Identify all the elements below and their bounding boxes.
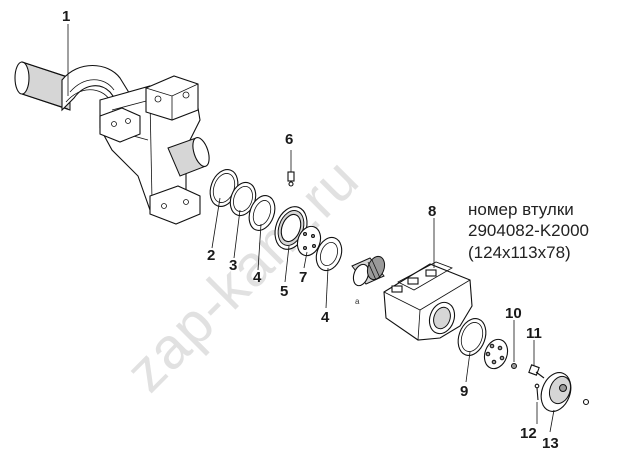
- callout-5: 5: [280, 283, 288, 300]
- part-6-grease-fitting: [287, 150, 295, 187]
- note-line-2: 2904082-K2000: [468, 221, 590, 240]
- note-line-1: номер втулки: [468, 200, 574, 219]
- part-4-ring-b: [315, 236, 343, 272]
- part-12-pin: [534, 383, 540, 401]
- part-3-ring: [229, 181, 257, 217]
- bushing: [351, 255, 386, 287]
- callout-12: 12: [520, 425, 537, 442]
- callout-labels: 1 2 3 4 5 6 7 4 8 9 10 11 12 13: [62, 8, 559, 452]
- part-10-nut: [511, 363, 517, 369]
- leader-lines: [67, 24, 555, 433]
- callout-3: 3: [229, 257, 237, 274]
- callout-4-second: 4: [321, 309, 330, 326]
- callout-2: 2: [207, 247, 215, 264]
- flange-plate: [483, 338, 509, 370]
- part-4-ring-a: [248, 195, 276, 231]
- part-13-hub-cap: [540, 372, 590, 412]
- callout-7: 7: [299, 269, 307, 286]
- part-7-washer: [296, 225, 322, 257]
- note-line-3: (124x113x78): [468, 243, 571, 262]
- callout-11: 11: [526, 325, 542, 342]
- callout-9: 9: [460, 383, 468, 400]
- part-8-housing: [383, 261, 473, 341]
- part-5-seal: [274, 206, 308, 250]
- part-11-bolt: [528, 364, 545, 379]
- callout-13: 13: [542, 435, 559, 452]
- callout-10: 10: [505, 305, 522, 322]
- callout-6: 6: [285, 131, 293, 148]
- part-9-ring: [457, 318, 487, 356]
- callout-1: 1: [62, 8, 70, 25]
- part-1-axle-bracket: [14, 61, 210, 225]
- callout-4-first: 4: [253, 269, 262, 286]
- callout-8: 8: [428, 203, 436, 220]
- small-mark-a: a: [355, 297, 360, 306]
